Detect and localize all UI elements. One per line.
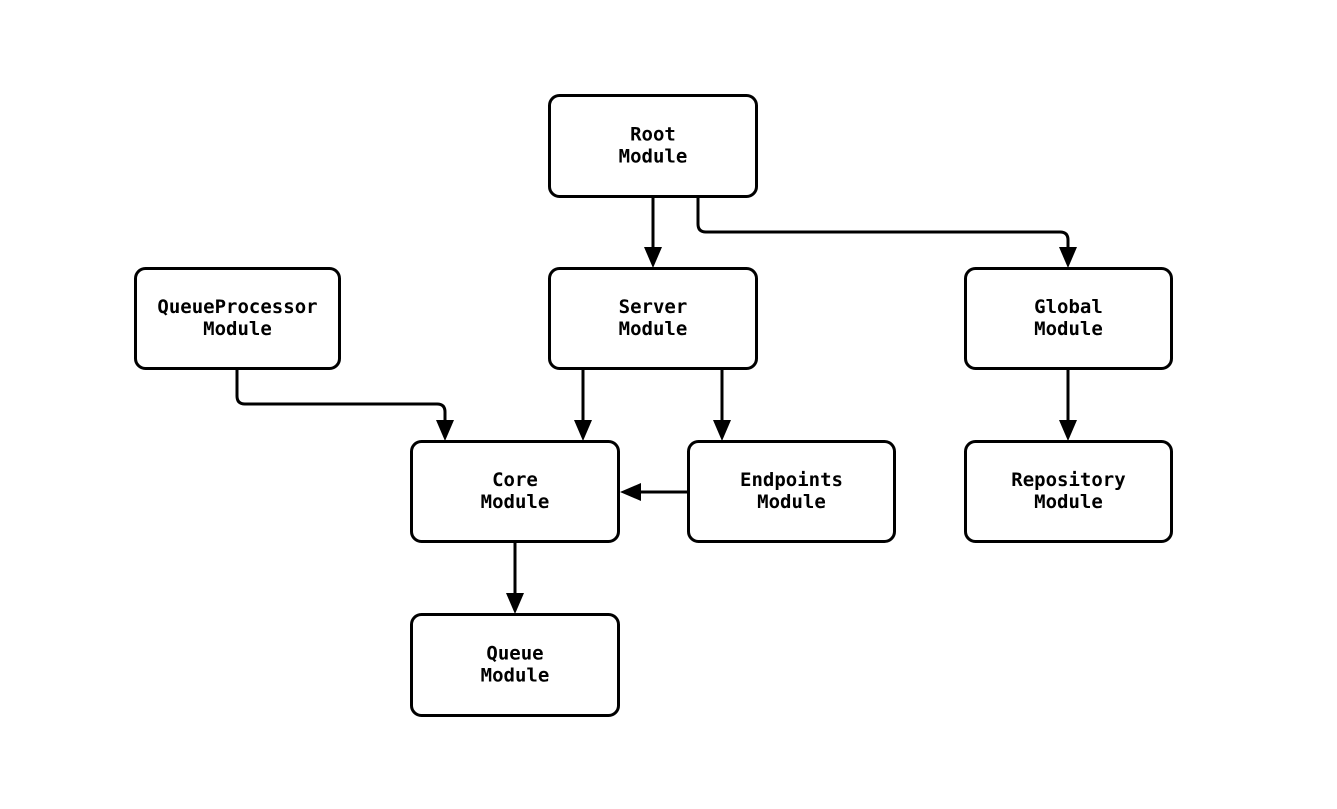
edge-global-to-repository <box>1059 370 1077 441</box>
edge-server-to-endpoints <box>713 370 731 441</box>
edges-layer <box>235 198 1077 614</box>
edge-core-to-queue <box>506 543 524 614</box>
edge-global-to-repository-arrowhead-icon <box>1059 420 1077 441</box>
server-module-label-line1: Server <box>619 296 688 318</box>
queue-module-label-line1: Queue <box>486 643 543 665</box>
global-module-label-line2: Module <box>1034 318 1103 340</box>
global-module-box[interactable] <box>964 267 1173 370</box>
repository-module-label-line2: Module <box>1034 491 1103 513</box>
repository-module-label-line1: Repository <box>1011 469 1125 491</box>
queue-module-label-line2: Module <box>481 665 550 687</box>
root-module-label-line2: Module <box>619 146 688 168</box>
nodes-layer: RootModuleQueueProcessorModuleServerModu… <box>134 94 1173 717</box>
core-module-box[interactable] <box>410 440 620 543</box>
repository-module-box[interactable] <box>964 440 1173 543</box>
edge-server-to-core <box>574 370 592 441</box>
edge-server-to-core-arrowhead-icon <box>574 420 592 441</box>
endpoints-module-label-line2: Module <box>757 491 826 513</box>
edge-root-to-global-line <box>696 198 1070 254</box>
queueprocessor-module-label-line1: QueueProcessor <box>157 296 317 318</box>
root-module-label-line1: Root <box>630 124 676 146</box>
edge-server-to-endpoints-arrowhead-icon <box>713 420 731 441</box>
endpoints-module-box[interactable] <box>687 440 896 543</box>
root-module-box[interactable] <box>548 94 758 198</box>
edge-root-to-server <box>644 198 662 268</box>
edge-endpoints-to-core <box>620 483 687 501</box>
edge-root-to-global-arrowhead-icon <box>1059 247 1077 268</box>
edge-root-to-global <box>696 198 1077 268</box>
endpoints-module-label-line1: Endpoints <box>740 469 843 491</box>
queue-module-box[interactable] <box>410 613 620 717</box>
core-module-label-line2: Module <box>481 491 550 513</box>
server-module-box[interactable] <box>548 267 758 370</box>
edge-queueprocessor-to-core-line <box>235 370 447 427</box>
global-module-label-line1: Global <box>1034 296 1103 318</box>
edge-core-to-queue-arrowhead-icon <box>506 593 524 614</box>
core-module-label-line1: Core <box>492 469 538 491</box>
edge-endpoints-to-core-arrowhead-icon <box>620 483 641 501</box>
edge-root-to-server-arrowhead-icon <box>644 247 662 268</box>
edge-queueprocessor-to-core <box>235 370 454 441</box>
queueprocessor-module-box[interactable] <box>134 267 341 370</box>
server-module-label-line2: Module <box>619 318 688 340</box>
edge-queueprocessor-to-core-arrowhead-icon <box>436 420 454 441</box>
queueprocessor-module-label-line2: Module <box>203 318 272 340</box>
